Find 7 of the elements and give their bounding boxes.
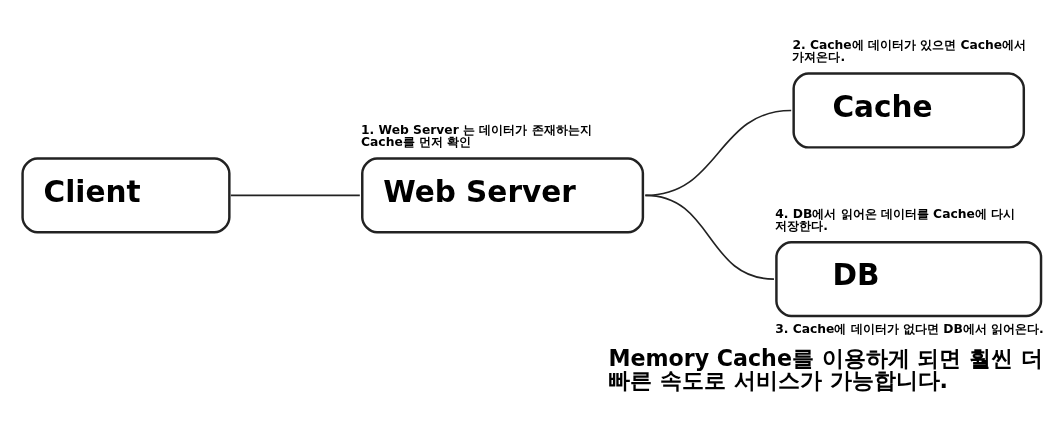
node-label: 1. Web Server 는 데이터가 존재하는지 Cache를 먼저 확인 (361, 122, 592, 150)
caption: Memory Cache를 이용하게 되면 훨씬 더 빠른 속도로 서비스가 가능합니다. (608, 345, 1043, 394)
node-label: 4. DB에서 읽어온 데이터를 Cache에 다시 저장한다. (775, 206, 1016, 233)
connector (230, 194, 361, 197)
connector (644, 194, 775, 280)
node-label: 2. Cache에 데이터가 있으면 Cache에서 가져온다. (792, 37, 1027, 65)
node-label: 3. Cache에 데이터가 없다면 DB에서 읽어온다. (775, 322, 1044, 337)
